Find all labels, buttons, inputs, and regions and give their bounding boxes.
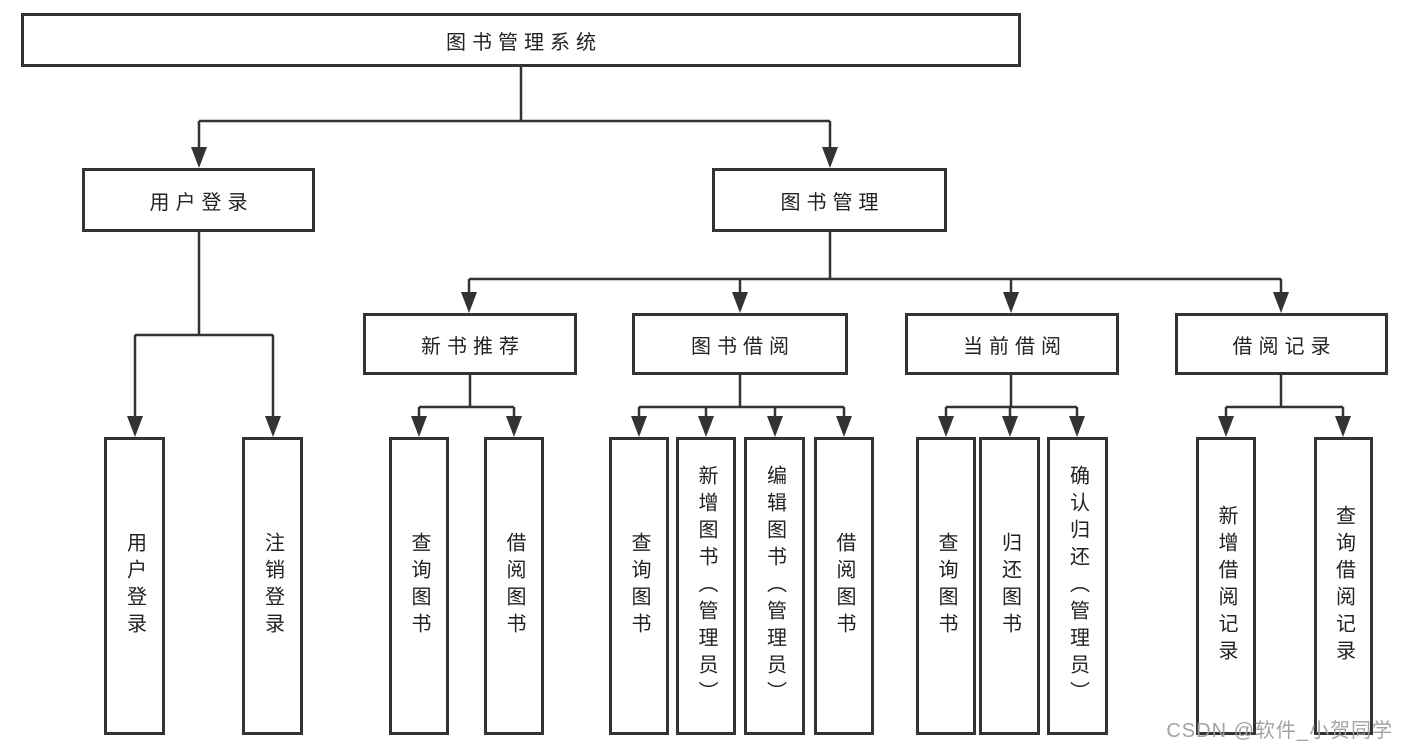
node-book-borrow: 图书借阅 bbox=[632, 313, 848, 375]
arrowheads bbox=[127, 147, 1351, 437]
leaf-query-books-current: 查询图书 bbox=[916, 437, 976, 735]
leaf-user-login: 用户登录 bbox=[104, 437, 165, 735]
leaf-return-books: 归还图书 bbox=[979, 437, 1040, 735]
leaf-borrow-books-recommend: 借阅图书 bbox=[484, 437, 544, 735]
node-root: 图书管理系统 bbox=[21, 13, 1021, 67]
node-borrow-records: 借阅记录 bbox=[1175, 313, 1388, 375]
leaf-logout: 注销登录 bbox=[242, 437, 303, 735]
leaf-query-borrow-record: 查询借阅记录 bbox=[1314, 437, 1373, 735]
leaf-edit-books-admin: 编辑图书（管理员） bbox=[744, 437, 805, 735]
leaf-borrow-books: 借阅图书 bbox=[814, 437, 874, 735]
leaf-query-books-recommend: 查询图书 bbox=[389, 437, 449, 735]
node-book-management: 图书管理 bbox=[712, 168, 947, 232]
leaf-add-books-admin: 新增图书（管理员） bbox=[676, 437, 736, 735]
node-current-borrow: 当前借阅 bbox=[905, 313, 1119, 375]
leaf-query-books-borrow: 查询图书 bbox=[609, 437, 669, 735]
node-new-book-recommend: 新书推荐 bbox=[363, 313, 577, 375]
node-user-login: 用户登录 bbox=[82, 168, 315, 232]
leaf-confirm-return-admin: 确认归还（管理员） bbox=[1047, 437, 1108, 735]
leaf-add-borrow-record: 新增借阅记录 bbox=[1196, 437, 1256, 735]
